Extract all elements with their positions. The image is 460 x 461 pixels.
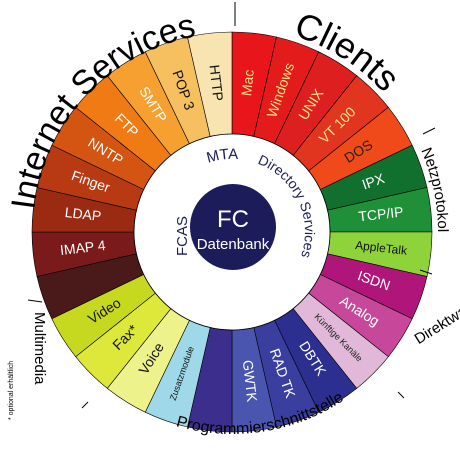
center-subtitle: Datenbank [197, 236, 270, 253]
inner-ring-label-fcas: FCAS [174, 216, 191, 256]
wheel-segment-label: LDAP [64, 204, 102, 224]
wheel-segment-label: IPX [360, 170, 387, 193]
inner-ring-label-mta: MTA [205, 146, 239, 167]
wheel-segment-label: IMAP 4 [59, 237, 106, 258]
wheel-segment-label: HTTP [206, 64, 226, 102]
center-title: FC [217, 206, 249, 233]
outer-label-multimedia: Multimedia [31, 312, 48, 385]
wheel-segment-label: TCP/IP [358, 203, 405, 224]
wheel-segment-label: Mac [238, 69, 257, 97]
footnote: * optional erhältlich [8, 361, 15, 420]
wheel-segment-label: GWTK [240, 359, 261, 403]
separator-left [27, 299, 43, 303]
wheel-segments [31, 31, 433, 433]
center-database [190, 184, 276, 270]
separator-right-top [422, 127, 436, 135]
separator-bottom-right [397, 391, 405, 399]
wheel-segment-label: AppleTalk [355, 238, 409, 258]
separator-right-mid [419, 269, 433, 275]
separator-bottom-left [81, 401, 89, 409]
